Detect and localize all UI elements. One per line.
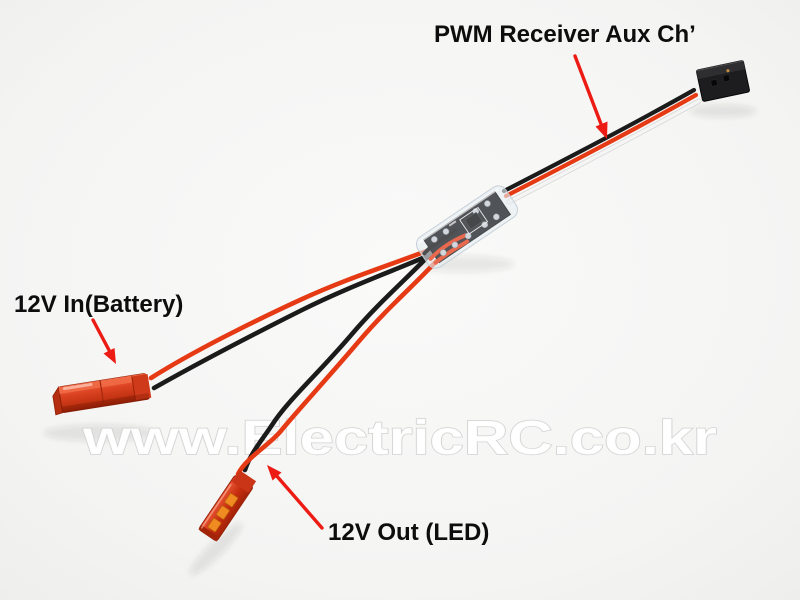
battery-cable (148, 239, 453, 391)
receiver-cable (501, 87, 702, 205)
arrow-led-out (267, 465, 324, 530)
connector-highlight (62, 382, 93, 391)
connector-end-cap (198, 525, 220, 542)
latch-hole (722, 74, 731, 83)
watermark-text: www.ElectricRC.co.kr (82, 412, 717, 465)
heatshrink-gloss (416, 185, 518, 269)
latch-hole (710, 79, 719, 87)
smd-chip (464, 212, 483, 230)
silkscreen-outline (459, 206, 489, 235)
annotation-battery-in-label: 12V In(Battery) (14, 291, 184, 318)
connector-highlight (201, 483, 232, 529)
wire-sleeve (231, 470, 257, 493)
solder-pads (431, 200, 500, 256)
plug-edge-highlight (697, 60, 743, 72)
silkscreen-mark (448, 220, 457, 227)
boot-seam (131, 376, 137, 401)
jst-led-output-connector (198, 470, 257, 542)
gold-pins (207, 493, 239, 533)
arrow-pwm-receiver (573, 54, 608, 139)
connector-top-face (58, 373, 147, 394)
annotation-led-out-label: 12V Out (LED) (328, 519, 490, 546)
heatshrink-highlight (418, 188, 499, 244)
gold-contact-dot (726, 69, 730, 73)
plug-top-face (696, 60, 746, 80)
led-cable (235, 244, 447, 477)
arrow-battery-in (91, 318, 116, 364)
pwm-switch-module (415, 185, 519, 269)
module-wire-stubs (422, 228, 470, 265)
connector-bottom-shade (61, 393, 150, 413)
wire-boot (131, 373, 152, 401)
pwm-receiver-servo-plug (696, 60, 750, 102)
connector-seam (99, 380, 105, 407)
jst-battery-input-connector (52, 373, 152, 416)
translucent-housing (199, 475, 253, 541)
annotation-pwm-receiver-label: PWM Receiver Aux Ch’ (434, 21, 696, 48)
